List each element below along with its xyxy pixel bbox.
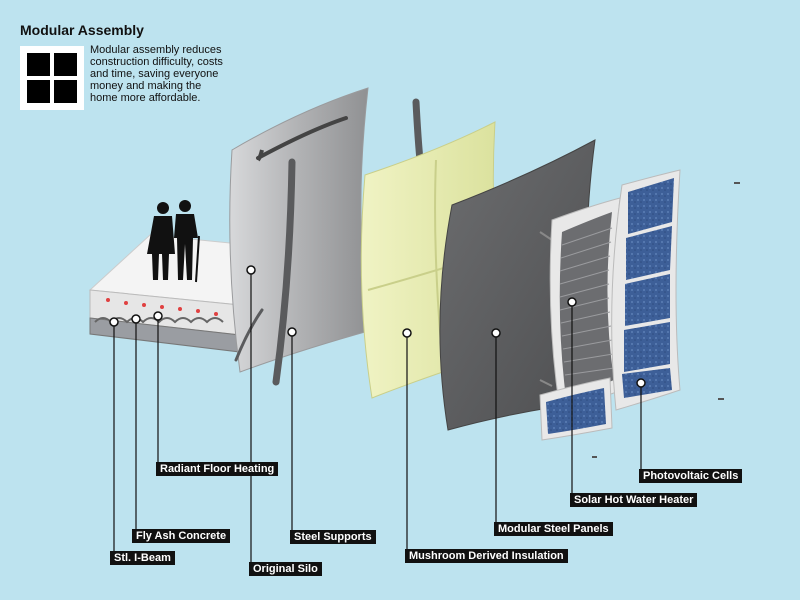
label-photovoltaic-cells: Photovoltaic Cells: [639, 469, 743, 483]
leader-lines: [113, 270, 642, 570]
label-stl-i-beam: Stl. I-Beam: [110, 551, 175, 565]
photovoltaic-cells: [611, 169, 681, 411]
page-title: Modular Assembly: [20, 22, 144, 38]
description-text: Modular assembly reduces construction di…: [90, 44, 223, 104]
label-original-silo: Original Silo: [249, 562, 322, 576]
label-steel-supports: Steel Supports: [290, 530, 376, 544]
label-solar-hot-water-heater: Solar Hot Water Heater: [570, 493, 698, 507]
solar-hot-water-heater: [539, 197, 623, 441]
label-mushroom-derived-insulation: Mushroom Derived Insulation: [405, 549, 568, 563]
callout-markers: [109, 265, 646, 388]
label-modular-steel-panels: Modular Steel Panels: [494, 522, 613, 536]
people-silhouette-icon: [147, 200, 200, 283]
label-radiant-floor-heating: Radiant Floor Heating: [156, 462, 279, 476]
header: Modular Assembly Modular assembly reduce…: [20, 22, 223, 110]
silo-panel: [229, 87, 373, 373]
four-squares-grid-icon: [20, 46, 84, 110]
label-fly-ash-concrete: Fly Ash Concrete: [132, 529, 231, 543]
